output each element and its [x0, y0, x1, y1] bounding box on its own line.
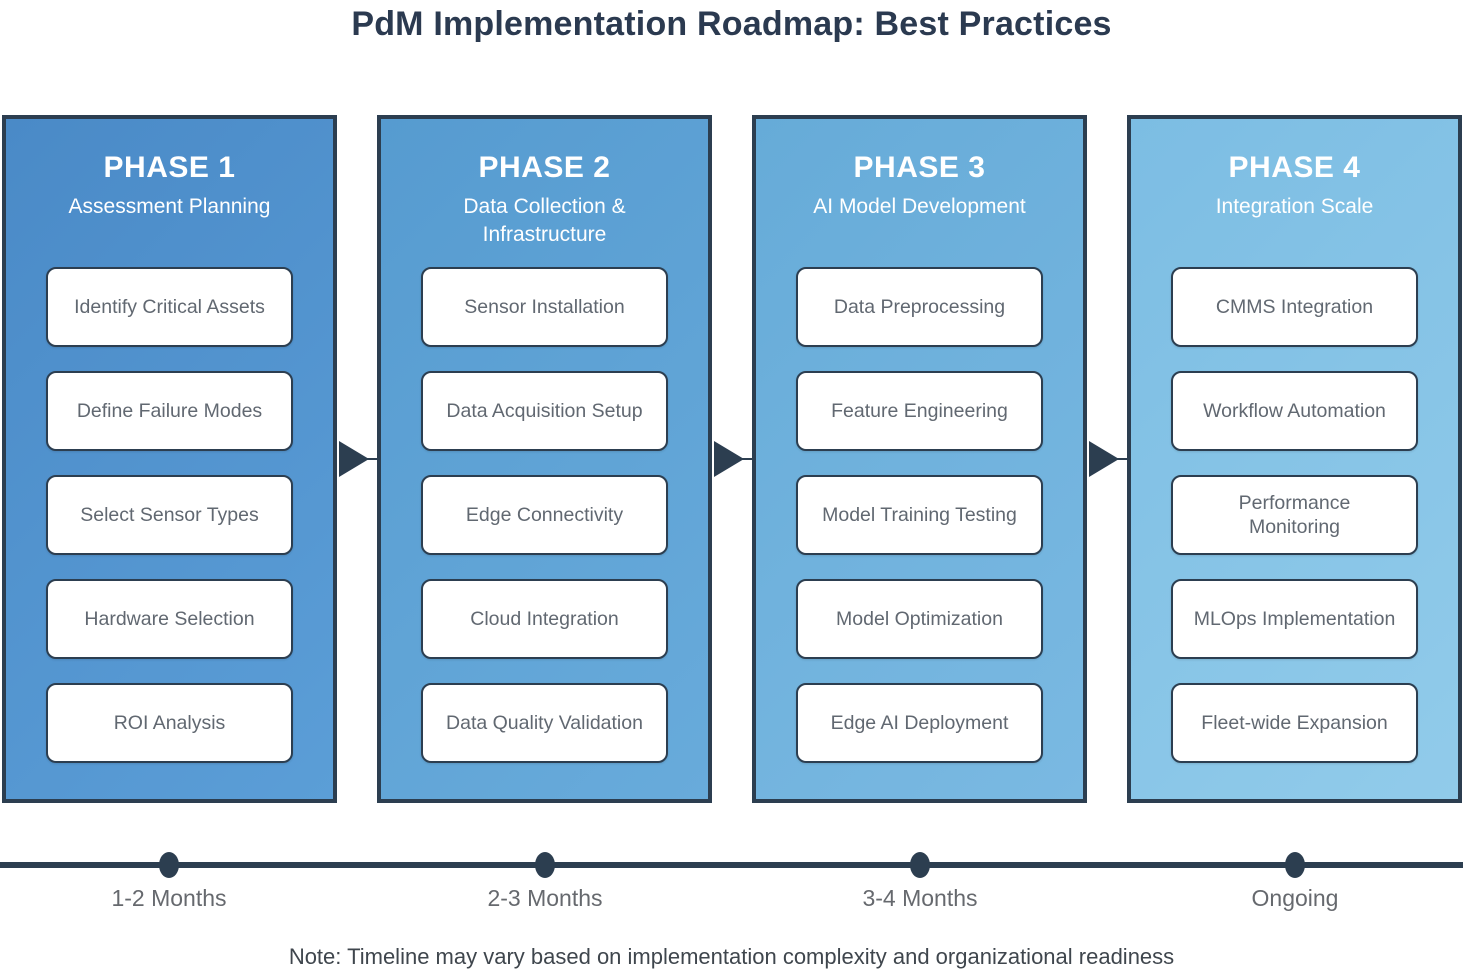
task-label: Identify Critical Assets — [74, 295, 265, 318]
note-wrap: Note: Timeline may vary based on impleme… — [0, 944, 1463, 970]
timeline-label: Ongoing — [1251, 885, 1339, 911]
arrow-gap — [1087, 439, 1127, 479]
task-card: Cloud Integration — [421, 579, 668, 659]
task-card: ROI Analysis — [46, 683, 293, 763]
title-bar: PdM Implementation Roadmap: Best Practic… — [0, 0, 1463, 115]
task-card: Model Optimization — [796, 579, 1043, 659]
phase-1-column: PHASE 1 Assessment Planning Identify Cri… — [2, 115, 337, 803]
task-card: Model Training Testing — [796, 475, 1043, 555]
task-label: CMMS Integration — [1215, 295, 1374, 318]
task-card: MLOps Implementation — [1171, 579, 1418, 659]
task-label: Workflow Automation — [1203, 399, 1386, 422]
task-label: Data Quality Validation — [446, 711, 643, 734]
task-label: Fleet-wide Expansion — [1201, 711, 1388, 734]
task-card: CMMS Integration — [1171, 267, 1418, 347]
roadmap: PHASE 1 Assessment Planning Identify Cri… — [0, 115, 1463, 803]
phase-subtitle: Integration Scale — [1215, 195, 1374, 218]
task-card: Fleet-wide Expansion — [1171, 683, 1418, 763]
task-card: Hardware Selection — [46, 579, 293, 659]
phase-2-task-list: Sensor Installation Data Acquisition Set… — [381, 263, 708, 763]
task-label: Data Preprocessing — [833, 295, 1006, 318]
task-label: MLOps Implementation — [1193, 607, 1396, 630]
arrow-gap — [337, 439, 377, 479]
task-label: Feature Engineering — [831, 399, 1008, 422]
timeline-label: 3-4 Months — [862, 885, 978, 911]
phase-subtitle: AI Model Development — [813, 195, 1026, 218]
task-label: Data Acquisition Setup — [446, 399, 643, 422]
timeline-dot — [159, 852, 179, 878]
task-card: Data Acquisition Setup — [421, 371, 668, 451]
phase-title: PHASE 4 — [1228, 151, 1361, 184]
task-label: Define Failure Modes — [76, 399, 263, 422]
task-label: Hardware Selection — [84, 607, 255, 630]
task-label: Cloud Integration — [470, 607, 619, 630]
task-card: Data Preprocessing — [796, 267, 1043, 347]
note-text: Note: Timeline may vary based on impleme… — [288, 944, 1175, 969]
page-title: PdM Implementation Roadmap: Best Practic… — [351, 5, 1112, 43]
task-label: Performance Monitoring — [1238, 491, 1351, 538]
task-card: Identify Critical Assets — [46, 267, 293, 347]
phase-3-column: PHASE 3 AI Model Development Data Prepro… — [752, 115, 1087, 803]
task-card: Select Sensor Types — [46, 475, 293, 555]
phase-subtitle: Data Collection & Infrastructure — [463, 195, 626, 247]
timeline-label: 2-3 Months — [487, 885, 603, 911]
phase-subtitle: Assessment Planning — [68, 195, 271, 218]
task-card: Workflow Automation — [1171, 371, 1418, 451]
phase-4-task-list: CMMS Integration Workflow Automation Per… — [1131, 263, 1458, 763]
task-label: Model Training Testing — [822, 503, 1017, 526]
timeline-label: 1-2 Months — [111, 885, 227, 911]
task-label: Sensor Installation — [464, 295, 625, 318]
timeline-dot — [535, 852, 555, 878]
task-card: Edge Connectivity — [421, 475, 668, 555]
phase-2-header: PHASE 2 Data Collection & Infrastructure — [381, 119, 708, 263]
phase-2-column: PHASE 2 Data Collection & Infrastructure… — [377, 115, 712, 803]
arrow-right-icon — [714, 441, 752, 477]
task-card: Sensor Installation — [421, 267, 668, 347]
task-card: Feature Engineering — [796, 371, 1043, 451]
task-label: Edge AI Deployment — [830, 711, 1009, 734]
task-card: Performance Monitoring — [1171, 475, 1418, 555]
timeline-dot — [910, 852, 930, 878]
phase-3-task-list: Data Preprocessing Feature Engineering M… — [756, 263, 1083, 763]
phase-title: PHASE 1 — [103, 151, 236, 184]
arrow-right-icon — [1089, 441, 1127, 477]
arrow-right-icon — [339, 441, 377, 477]
phase-4-header: PHASE 4 Integration Scale — [1131, 119, 1458, 263]
task-card: Edge AI Deployment — [796, 683, 1043, 763]
timeline-dot — [1285, 852, 1305, 878]
timeline: 1-2 Months 2-3 Months 3-4 Months Ongoing — [0, 803, 1463, 918]
phase-1-header: PHASE 1 Assessment Planning — [6, 119, 333, 263]
task-label: Edge Connectivity — [465, 503, 624, 526]
arrow-gap — [712, 439, 752, 479]
phase-4-column: PHASE 4 Integration Scale CMMS Integrati… — [1127, 115, 1462, 803]
task-card: Data Quality Validation — [421, 683, 668, 763]
task-label: Model Optimization — [836, 607, 1003, 630]
task-label: Select Sensor Types — [80, 503, 259, 526]
task-card: Define Failure Modes — [46, 371, 293, 451]
phase-1-task-list: Identify Critical Assets Define Failure … — [6, 263, 333, 763]
timeline-line — [0, 862, 1463, 868]
phase-title: PHASE 2 — [478, 151, 611, 184]
phase-3-header: PHASE 3 AI Model Development — [756, 119, 1083, 263]
task-label: ROI Analysis — [113, 711, 226, 734]
phase-title: PHASE 3 — [853, 151, 986, 184]
